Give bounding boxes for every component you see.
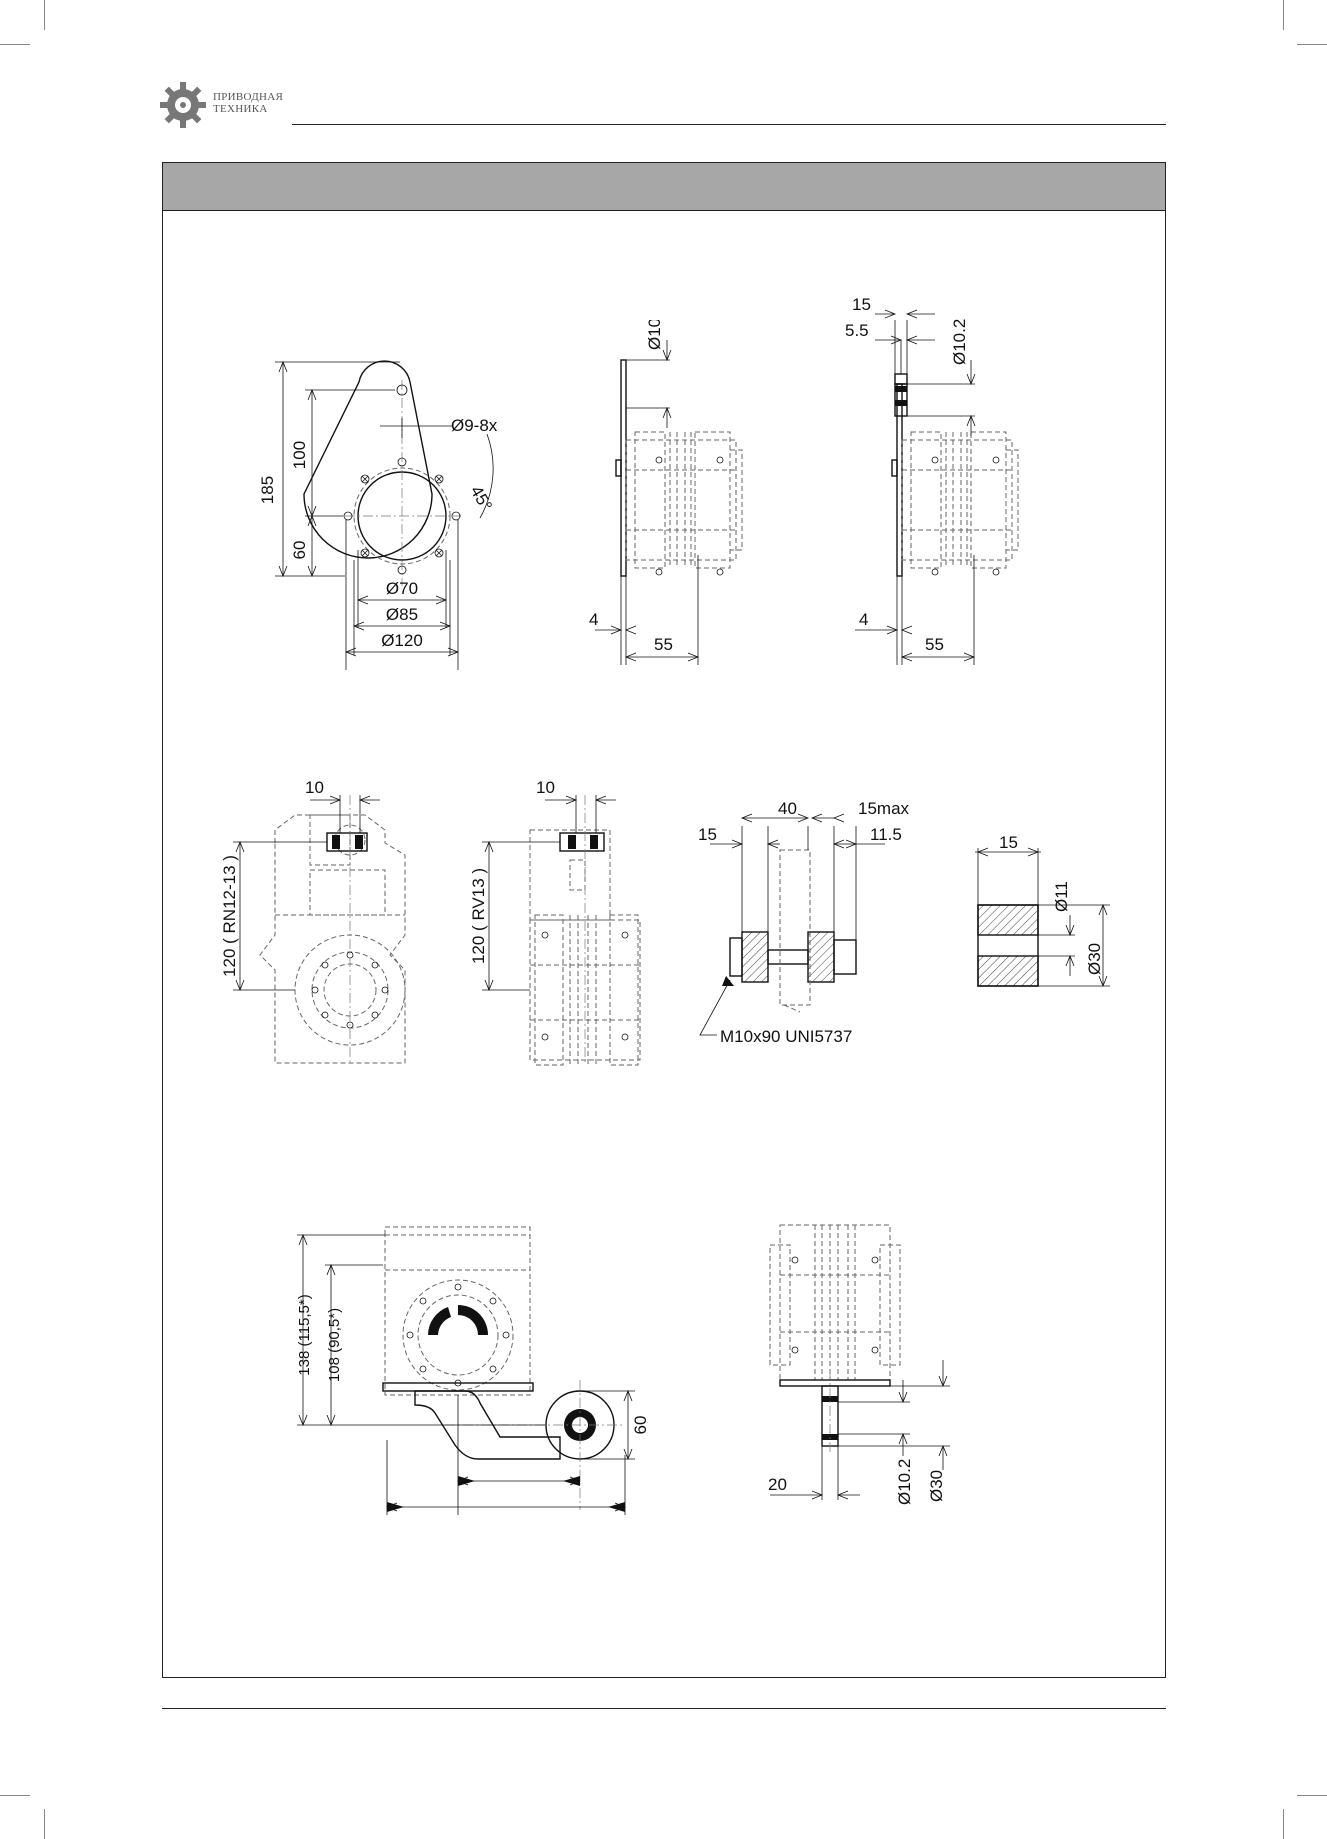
footer-rule [162,1708,1166,1709]
side-view-rv-drawing: 10 120 ( RV13 ) [469,778,641,1066]
dim-hole: Ø9-8x [451,416,498,435]
torque-arm-front-drawing: 138 (115,5*) 108 (90,5*) 60 [296,1226,650,1515]
crop-mark [0,44,30,45]
dim-d30: Ø30 [927,1470,946,1502]
logo-line1: ПРИВОДНАЯ [213,91,284,103]
crop-mark [1297,1795,1327,1796]
dim-108: 108 (90,5*) [326,1308,343,1382]
crop-mark [1283,0,1284,30]
logo-line2: ТЕХНИКА [213,103,268,115]
dim-100: 100 [290,441,309,469]
dim-11-5: 11.5 [870,825,902,844]
dim-120-rn: 120 ( RN12-13 ) [220,855,239,977]
dim-15: 15 [698,825,717,844]
dim-120-rv: 120 ( RV13 ) [469,868,488,964]
dim-4: 4 [589,610,598,629]
dim-10: 10 [536,778,555,797]
dim-20: 20 [768,1475,787,1494]
dim-60: 60 [290,541,309,560]
dim-d85: Ø85 [386,605,418,624]
dim-138: 138 (115,5*) [296,1294,313,1375]
side-view-bushing-drawing: 15 5.5 Ø10.2 4 55 [845,295,1019,665]
dim-d30: Ø30 [1085,943,1104,975]
dim-60: 60 [631,1416,650,1435]
bolt-spec: M10x90 UNI5737 [720,1027,852,1046]
dim-d10: Ø10 [645,320,664,350]
dim-d10-2: Ø10.2 [895,1459,914,1505]
bolt-assembly-drawing: 40 15max 15 11.5 M10x90 UNI5737 [698,799,910,1046]
dim-40: 40 [778,799,797,818]
torque-arm-flange-drawing: 185 100 60 Ø9-8x 45° Ø70 Ø85 Ø120 [258,360,498,670]
dim-d11: Ø11 [1052,881,1071,912]
dim-55: 55 [925,635,944,654]
crop-mark [1297,44,1327,45]
crop-mark [0,1795,30,1796]
dim-d120: Ø120 [381,631,423,650]
drawing-frame [162,162,1166,1678]
dim-185: 185 [258,476,277,504]
dim-10: 10 [305,778,324,797]
torque-arm-side-drawing: 20 Ø10.2 Ø30 [768,1224,950,1505]
crop-mark [44,0,45,30]
frame-header-bar [163,163,1165,211]
dim-15max: 15max [858,799,910,818]
dim-15: 15 [999,833,1018,852]
dim-5-5: 5.5 [845,321,869,340]
logo-text: ПРИВОДНАЯ ТЕХНИКА [213,91,283,115]
side-view-flange-drawing: Ø10 4 55 [589,320,743,665]
dim-d70: Ø70 [386,579,418,598]
dim-15: 15 [852,295,871,314]
front-view-rn-drawing: 10 120 ( RN12-13 ) [220,778,406,1065]
header-rule [292,124,1166,125]
dim-4: 4 [859,610,868,629]
dim-55: 55 [654,635,673,654]
dim-d10-2: Ø10.2 [950,319,969,365]
gear-icon [160,82,206,128]
crop-mark [44,1809,45,1839]
spacer-drawing: 15 Ø11 Ø30 [975,833,1110,988]
crop-mark [1283,1809,1284,1839]
